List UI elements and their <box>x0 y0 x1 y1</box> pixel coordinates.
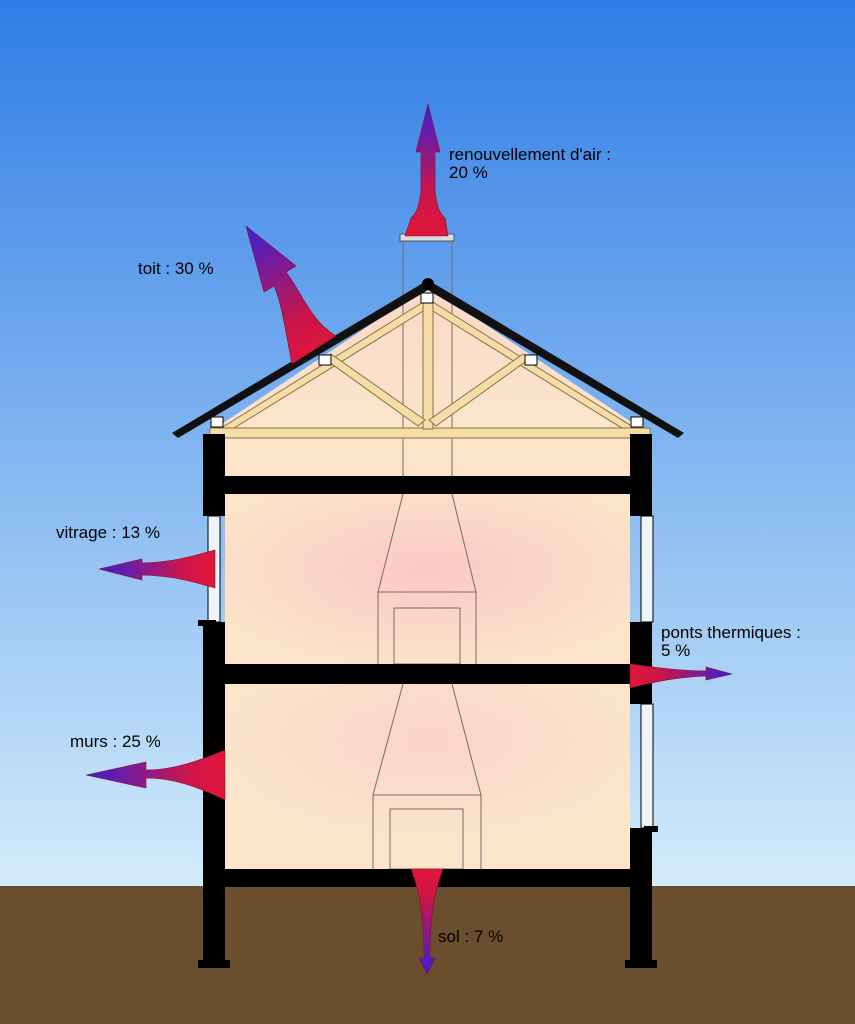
structure-walls <box>198 434 657 968</box>
arrow-floor <box>410 868 444 975</box>
arrow-glazing <box>98 549 216 589</box>
truss-connectors <box>210 292 644 428</box>
label-air-renewal-value: 20 % <box>449 163 488 182</box>
label-air-renewal: renouvellement d'air : <box>449 145 611 164</box>
label-thermal-bridges: ponts thermiques : <box>661 623 801 642</box>
label-floor: sol : 7 % <box>438 927 503 946</box>
window-sills <box>198 620 658 832</box>
label-thermal-bridges-value: 5 % <box>661 641 690 660</box>
upper-floor-room <box>225 494 630 664</box>
attic-floor-room <box>225 436 630 476</box>
arrow-thermal-bridge <box>629 663 733 689</box>
label-roof: toit : 30 % <box>138 259 214 278</box>
label-walls: murs : 25 % <box>70 732 161 751</box>
arrow-air-renewal <box>404 103 449 237</box>
ground-floor-room <box>225 684 630 869</box>
arrow-roof <box>245 225 337 365</box>
arrow-walls <box>85 749 226 801</box>
roof-ridge <box>422 278 434 290</box>
label-glazing: vitrage : 13 % <box>56 523 160 542</box>
